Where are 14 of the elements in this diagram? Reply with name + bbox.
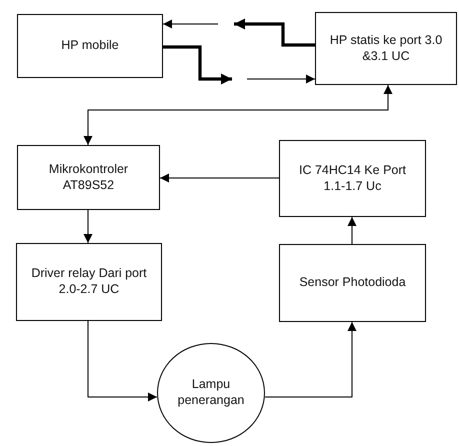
node-label: Sensor Photodioda — [299, 275, 406, 291]
process-box — [279, 140, 426, 217]
node-label: HP mobile — [61, 38, 119, 54]
node-label: IC 74HC14 Ke Port 1.1-1.7 Uc — [298, 162, 407, 194]
process-box — [315, 12, 457, 85]
node-label: Lampu penerangan — [176, 377, 246, 409]
node-label: Driver relay Dari port 2.0-2.7 UC — [30, 266, 148, 298]
process-circle — [157, 343, 265, 443]
node-label: HP statis ke port 3.0 &3.1 UC — [328, 32, 444, 64]
node-label: Mikrokontroler AT89S52 — [48, 162, 130, 194]
process-box — [16, 243, 162, 321]
process-box — [279, 244, 426, 322]
process-box — [17, 14, 163, 78]
process-box — [17, 145, 160, 210]
